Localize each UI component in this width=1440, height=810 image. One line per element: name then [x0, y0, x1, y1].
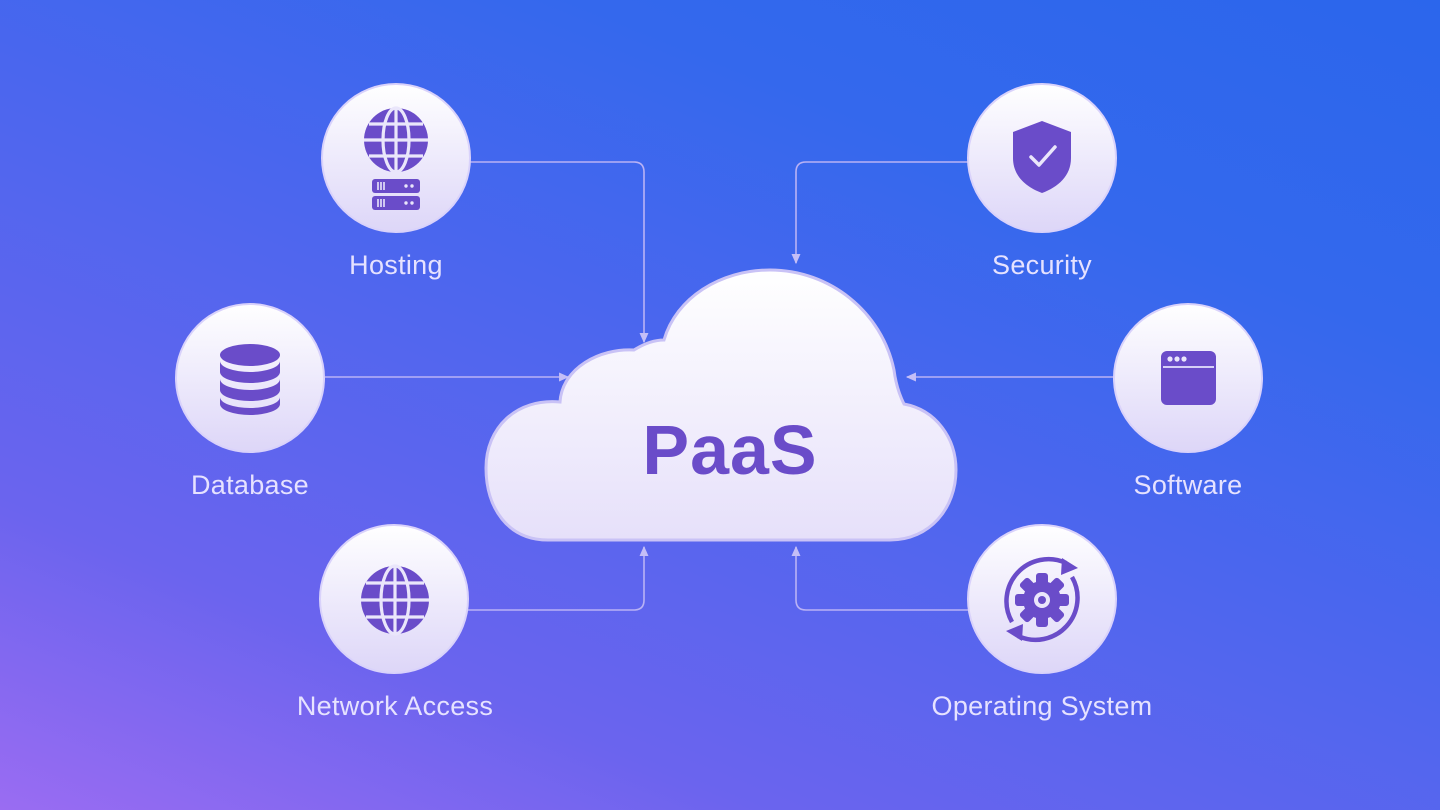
app-window-icon: [1161, 351, 1216, 405]
label-database: Database: [191, 470, 309, 500]
globe-server-icon: [364, 106, 428, 210]
label-software: Software: [1133, 470, 1243, 500]
paas-title: PaaS: [642, 411, 818, 489]
paas-cloud: [484, 268, 958, 542]
shield-check-icon: [1013, 121, 1071, 193]
globe-icon: [361, 564, 429, 636]
label-hosting: Hosting: [349, 250, 443, 280]
connectors: [325, 161, 1115, 611]
node-database: [175, 303, 325, 453]
gear-cycle-icon: [1004, 556, 1080, 643]
label-operating-system: Operating System: [931, 691, 1153, 721]
connector-operating-system: [791, 545, 970, 611]
database-icon: [220, 344, 280, 415]
node-software: [1113, 303, 1263, 453]
label-network-access: Network Access: [296, 691, 494, 721]
connector-hosting: [470, 161, 649, 344]
node-hosting: [321, 83, 471, 233]
node-security: [967, 83, 1117, 233]
connector-security: [791, 161, 970, 265]
connector-network-access: [468, 545, 649, 611]
node-network-access: [319, 524, 469, 674]
node-operating-system: [967, 524, 1117, 674]
label-security: Security: [992, 250, 1092, 280]
